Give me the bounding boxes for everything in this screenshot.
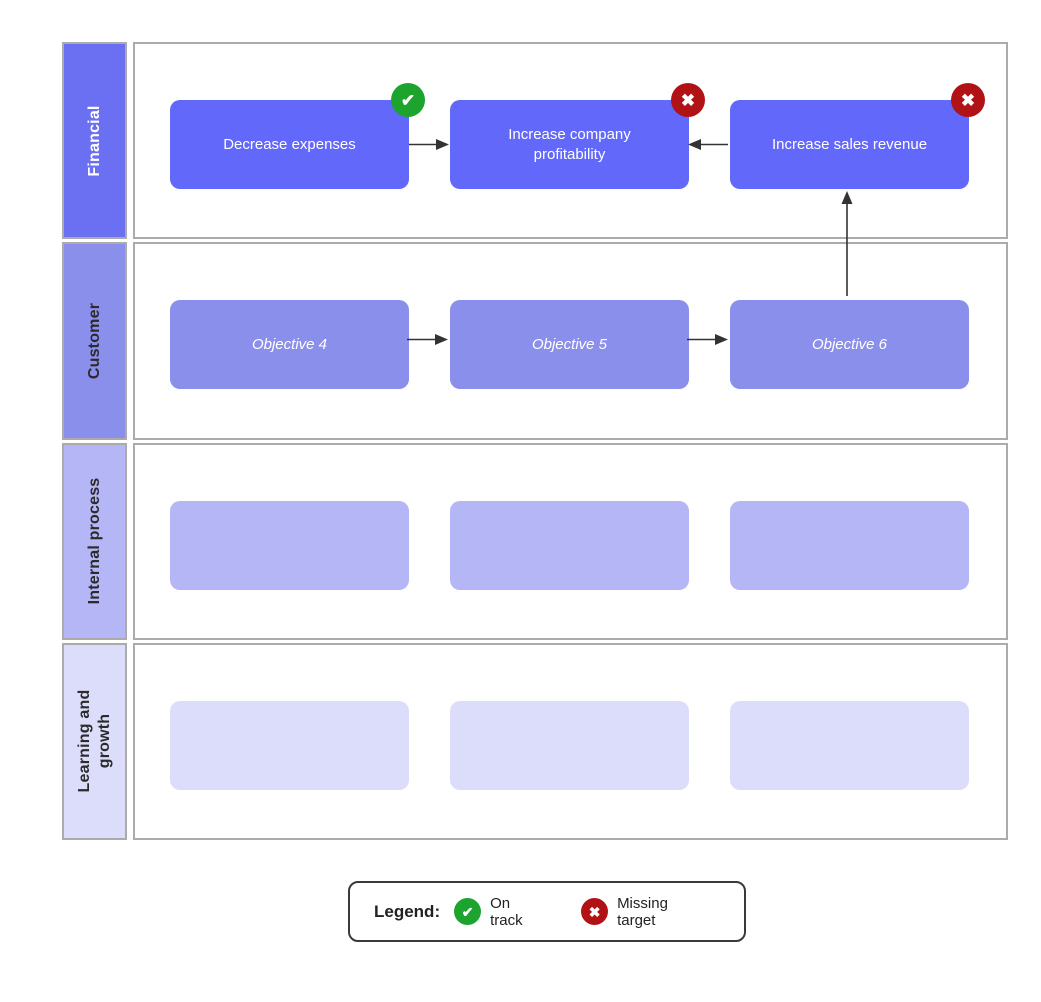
objective-box-empty[interactable] <box>170 500 409 590</box>
balanced-scorecard-grid: Financial Decrease expenses ✔ Increase c… <box>62 42 1008 840</box>
legend-item-label: Missing target <box>617 894 668 929</box>
row-label-learning-and-growth: Learning and growth <box>75 689 113 793</box>
row-content-learning-and-growth <box>133 642 1008 840</box>
legend-box: Legend: ✔ On track ✖ Missing target <box>348 881 746 942</box>
row-band-internal-process: Internal process <box>62 442 127 640</box>
objective-box-objective-4[interactable]: Objective 4 <box>170 300 409 390</box>
objective-box-increase-company-profitability[interactable]: Increase company profitability ✖ <box>450 83 705 189</box>
row-content-financial: Decrease expenses ✔ Increase company pro… <box>133 42 1008 240</box>
objective-box-label: Increase sales revenue <box>771 135 928 153</box>
objective-box-increase-sales-revenue[interactable]: Increase sales revenue ✖ <box>730 83 985 189</box>
legend-title: Legend: <box>374 901 441 921</box>
objective-box-objective-6[interactable]: Objective 6 <box>730 300 969 390</box>
row-label-financial: Financial <box>85 105 103 177</box>
row-band-financial: Financial <box>62 42 127 240</box>
objective-box-label: Increase company profitability <box>508 126 631 163</box>
legend-item-label: On track <box>490 894 523 929</box>
row-label-internal-process: Internal process <box>85 477 103 605</box>
on-track-check-icon: ✔ <box>391 83 425 117</box>
objective-box-decrease-expenses[interactable]: Decrease expenses ✔ <box>170 83 425 189</box>
legend-item-missing-target: ✖ Missing target <box>581 895 708 929</box>
row-band-customer: Customer <box>62 242 127 440</box>
objective-box-label: Decrease expenses <box>223 135 356 153</box>
objective-box-objective-5[interactable]: Objective 5 <box>450 300 689 390</box>
missing-target-cross-icon: ✖ <box>581 898 609 925</box>
objective-box-empty[interactable] <box>450 700 689 790</box>
objective-box-label: Objective 5 <box>531 336 608 353</box>
objective-box-empty[interactable] <box>170 700 409 790</box>
missing-target-cross-icon: ✖ <box>671 83 705 117</box>
missing-target-cross-icon: ✖ <box>951 83 985 117</box>
objective-box-empty[interactable] <box>450 500 689 590</box>
legend-item-on-track: ✔ On track <box>454 895 545 929</box>
on-track-check-icon: ✔ <box>454 898 482 925</box>
row-label-customer: Customer <box>85 302 103 380</box>
objective-box-empty[interactable] <box>730 500 969 590</box>
row-content-internal-process <box>133 442 1008 640</box>
row-band-learning-and-growth: Learning and growth <box>62 642 127 840</box>
row-content-customer: Objective 4 Objective 5 Objective 6 <box>133 242 1008 440</box>
objective-box-label: Objective 4 <box>251 336 328 353</box>
objective-box-empty[interactable] <box>730 700 969 790</box>
objective-box-label: Objective 6 <box>811 336 888 353</box>
